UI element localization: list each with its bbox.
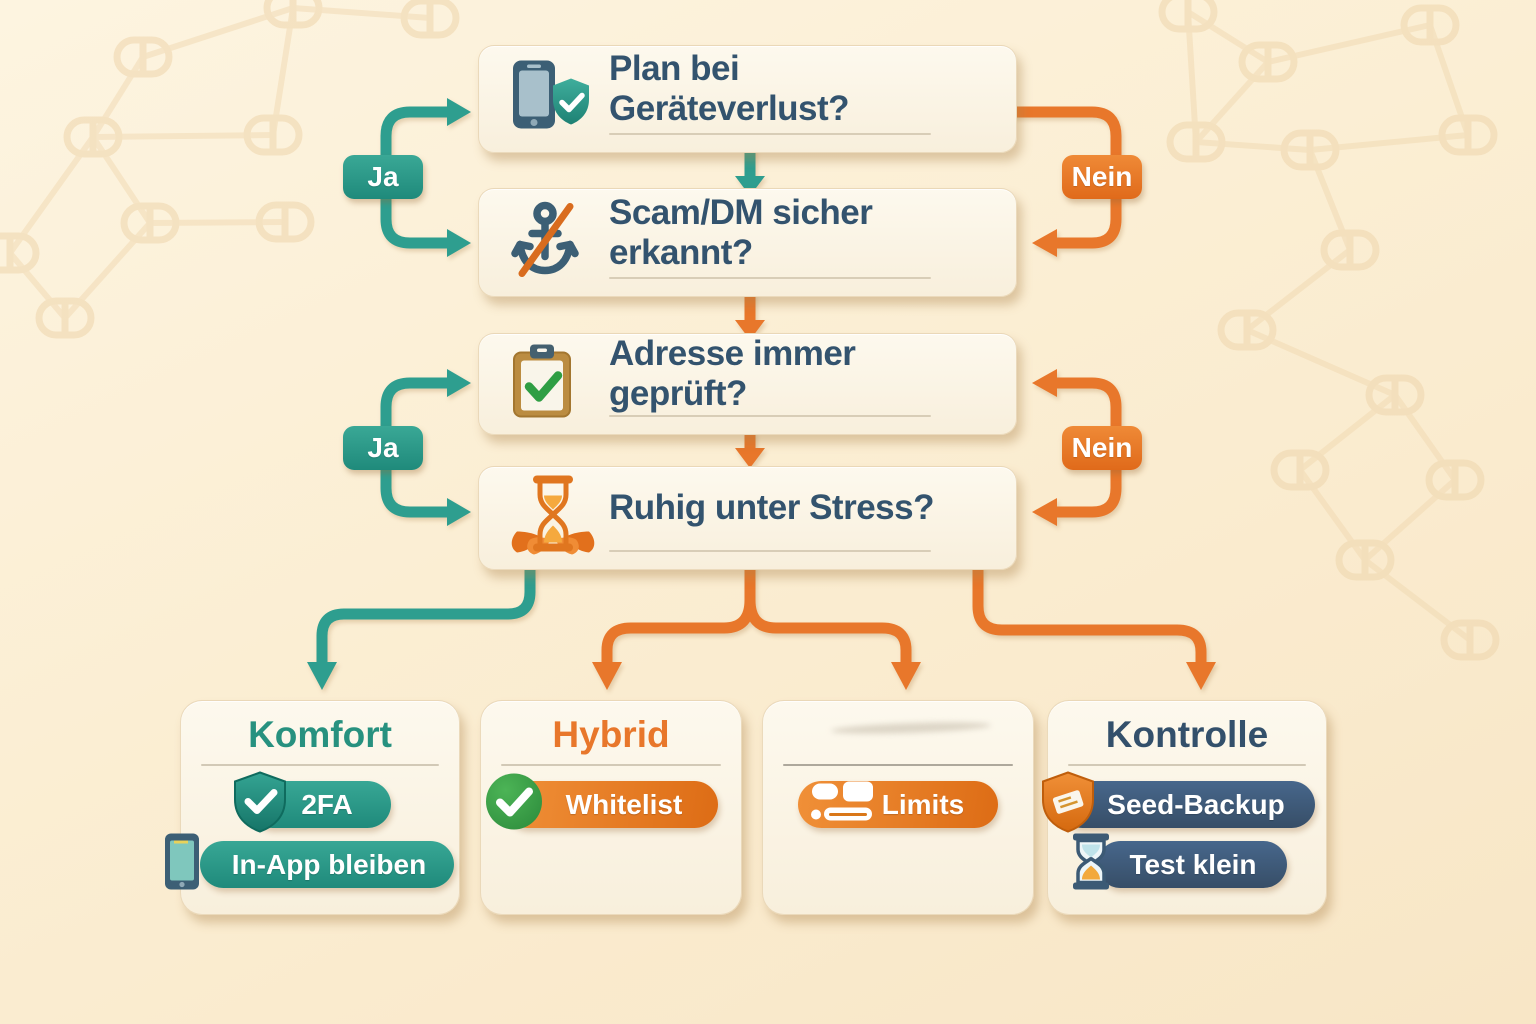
divider <box>609 550 931 552</box>
pill-limits: Limits <box>797 780 999 829</box>
hourglass-calm-icon <box>509 474 597 563</box>
question-box-address-check: Adresse immer geprüft? <box>478 333 1017 435</box>
pill-in-app: In-App bleiben <box>164 833 455 889</box>
question-label: Plan bei Geräteverlust? <box>609 49 850 128</box>
sliders-icon <box>810 780 876 829</box>
smartphone-icon <box>162 831 202 898</box>
question-label: Adresse immer geprüft? <box>609 334 856 413</box>
hourglass-icon <box>1067 832 1115 897</box>
anchor-slash-icon <box>509 200 581 285</box>
pill-2fa: 2FA <box>234 770 391 833</box>
pill-label: Test klein <box>1129 848 1257 880</box>
outcome-title: Komfort <box>248 714 392 755</box>
outcome-title: Kontrolle <box>1105 714 1269 755</box>
yes-badge-1: Ja <box>343 155 423 199</box>
outcome-title <box>763 714 1033 756</box>
question-box-device-loss: Plan bei Geräteverlust? <box>478 45 1017 153</box>
divider <box>609 415 931 417</box>
question-label: Ruhig unter Stress? <box>609 488 934 527</box>
divider <box>783 764 1013 766</box>
pill-label: 2FA <box>301 788 353 820</box>
no-badge-2: Nein <box>1062 426 1142 470</box>
divider <box>501 764 721 766</box>
check-circle-icon <box>484 771 544 838</box>
pill-test-klein: Test klein <box>1073 833 1287 889</box>
yes-badge-2: Ja <box>343 426 423 470</box>
phone-shield-icon <box>509 59 593 140</box>
question-box-calm-stress: Ruhig unter Stress? <box>478 466 1017 570</box>
divider <box>1068 764 1306 766</box>
question-label: Scam/DM sicher erkannt? <box>609 192 873 272</box>
pill-label: Whitelist <box>565 788 683 820</box>
divider <box>201 764 439 766</box>
outcome-title: Hybrid <box>552 714 670 755</box>
divider <box>609 133 931 135</box>
outcome-card-limits: Limits <box>762 700 1034 915</box>
no-badge-1: Nein <box>1062 155 1142 199</box>
question-box-scam-dm: Scam/DM sicher erkannt? <box>478 188 1017 297</box>
outcome-card-komfort: Komfort 2FA <box>164 700 460 915</box>
pill-seed-backup: Seed-Backup <box>1042 770 1315 833</box>
clipboard-check-icon <box>509 343 575 426</box>
divider <box>609 277 931 279</box>
outcome-card-kontrolle: Kontrolle <box>1042 700 1327 915</box>
pill-label: Seed-Backup <box>1107 788 1285 820</box>
outcome-card-hybrid: Hybrid Whitelist <box>480 700 742 915</box>
pill-whitelist: Whitelist <box>485 773 719 829</box>
shield-check-icon <box>231 770 289 839</box>
shield-seed-icon <box>1039 770 1097 839</box>
pill-label: Limits <box>881 788 965 820</box>
pill-label: In-App bleiben <box>231 848 427 880</box>
